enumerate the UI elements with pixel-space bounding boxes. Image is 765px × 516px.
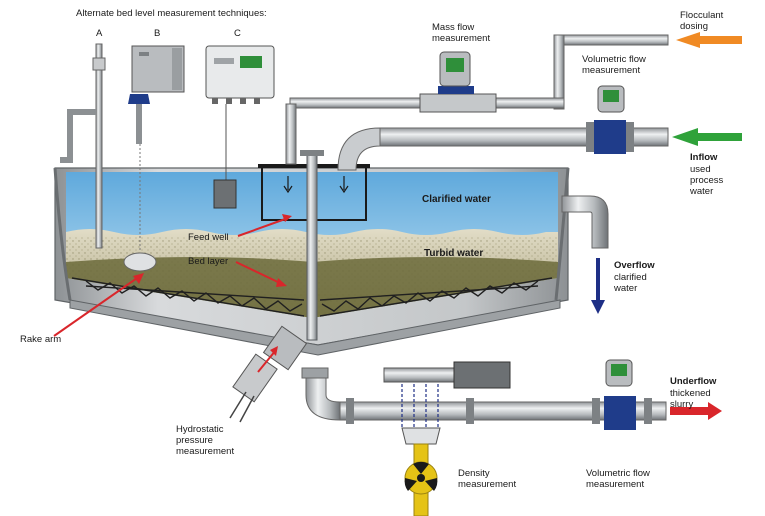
mass-flow-meter: [419, 51, 497, 113]
instrument-b: [123, 45, 185, 272]
tank-cone: [69, 299, 561, 356]
volumetric-flow-bottom-label: Volumetric flow measurement: [586, 468, 650, 490]
inflow-arrow: [672, 128, 742, 146]
underflow-desc: thickened slurry: [670, 388, 711, 410]
pointer-arrows: [53, 214, 292, 373]
technique-b-label: B: [154, 28, 161, 39]
underflow-arrow: [670, 402, 722, 420]
flocculant-label: Flocculant dosing: [680, 10, 724, 32]
instrument-a: [60, 43, 106, 249]
density-gauge: [383, 361, 511, 516]
mass-flow-label: Mass flow measurement: [432, 22, 491, 44]
inflow-title: Inflow: [690, 152, 718, 163]
flocculant-arrow: [676, 32, 742, 48]
underflow-title: Underflow: [670, 376, 717, 387]
tank-rim-left: [53, 167, 72, 301]
overflow-pipe: [561, 195, 609, 249]
hydrostatic-sensor: [229, 325, 308, 423]
techniques-title: Alternate bed level measurement techniqu…: [76, 8, 267, 19]
hydrostatic-label: Hydrostatic pressure measurement: [176, 424, 235, 457]
overflow-desc: clarified water: [614, 272, 647, 294]
inflow-pipe: [337, 85, 669, 171]
volumetric-flow-top-label: Volumetric flow measurement: [582, 54, 646, 76]
bed-layer-label: Bed layer: [188, 256, 229, 267]
rake-arm-label: Rake arm: [20, 334, 62, 345]
inflow-desc: used process water: [690, 164, 724, 197]
thickener-tank: [53, 150, 570, 356]
underflow-pipe: [301, 359, 667, 430]
central-shaft: [306, 151, 318, 341]
density-label: Density measurement: [458, 468, 517, 490]
overflow-arrow: [591, 258, 605, 314]
technique-a-label: A: [96, 28, 103, 39]
turbid-water-label: Turbid water: [424, 248, 484, 259]
clarified-water-label: Clarified water: [422, 194, 491, 205]
technique-c-label: C: [234, 28, 241, 39]
tank-rim-right: [554, 167, 570, 301]
instrument-c: [205, 45, 275, 209]
feed-well-label: Feed well: [188, 232, 229, 243]
overflow-title: Overflow: [614, 260, 655, 271]
